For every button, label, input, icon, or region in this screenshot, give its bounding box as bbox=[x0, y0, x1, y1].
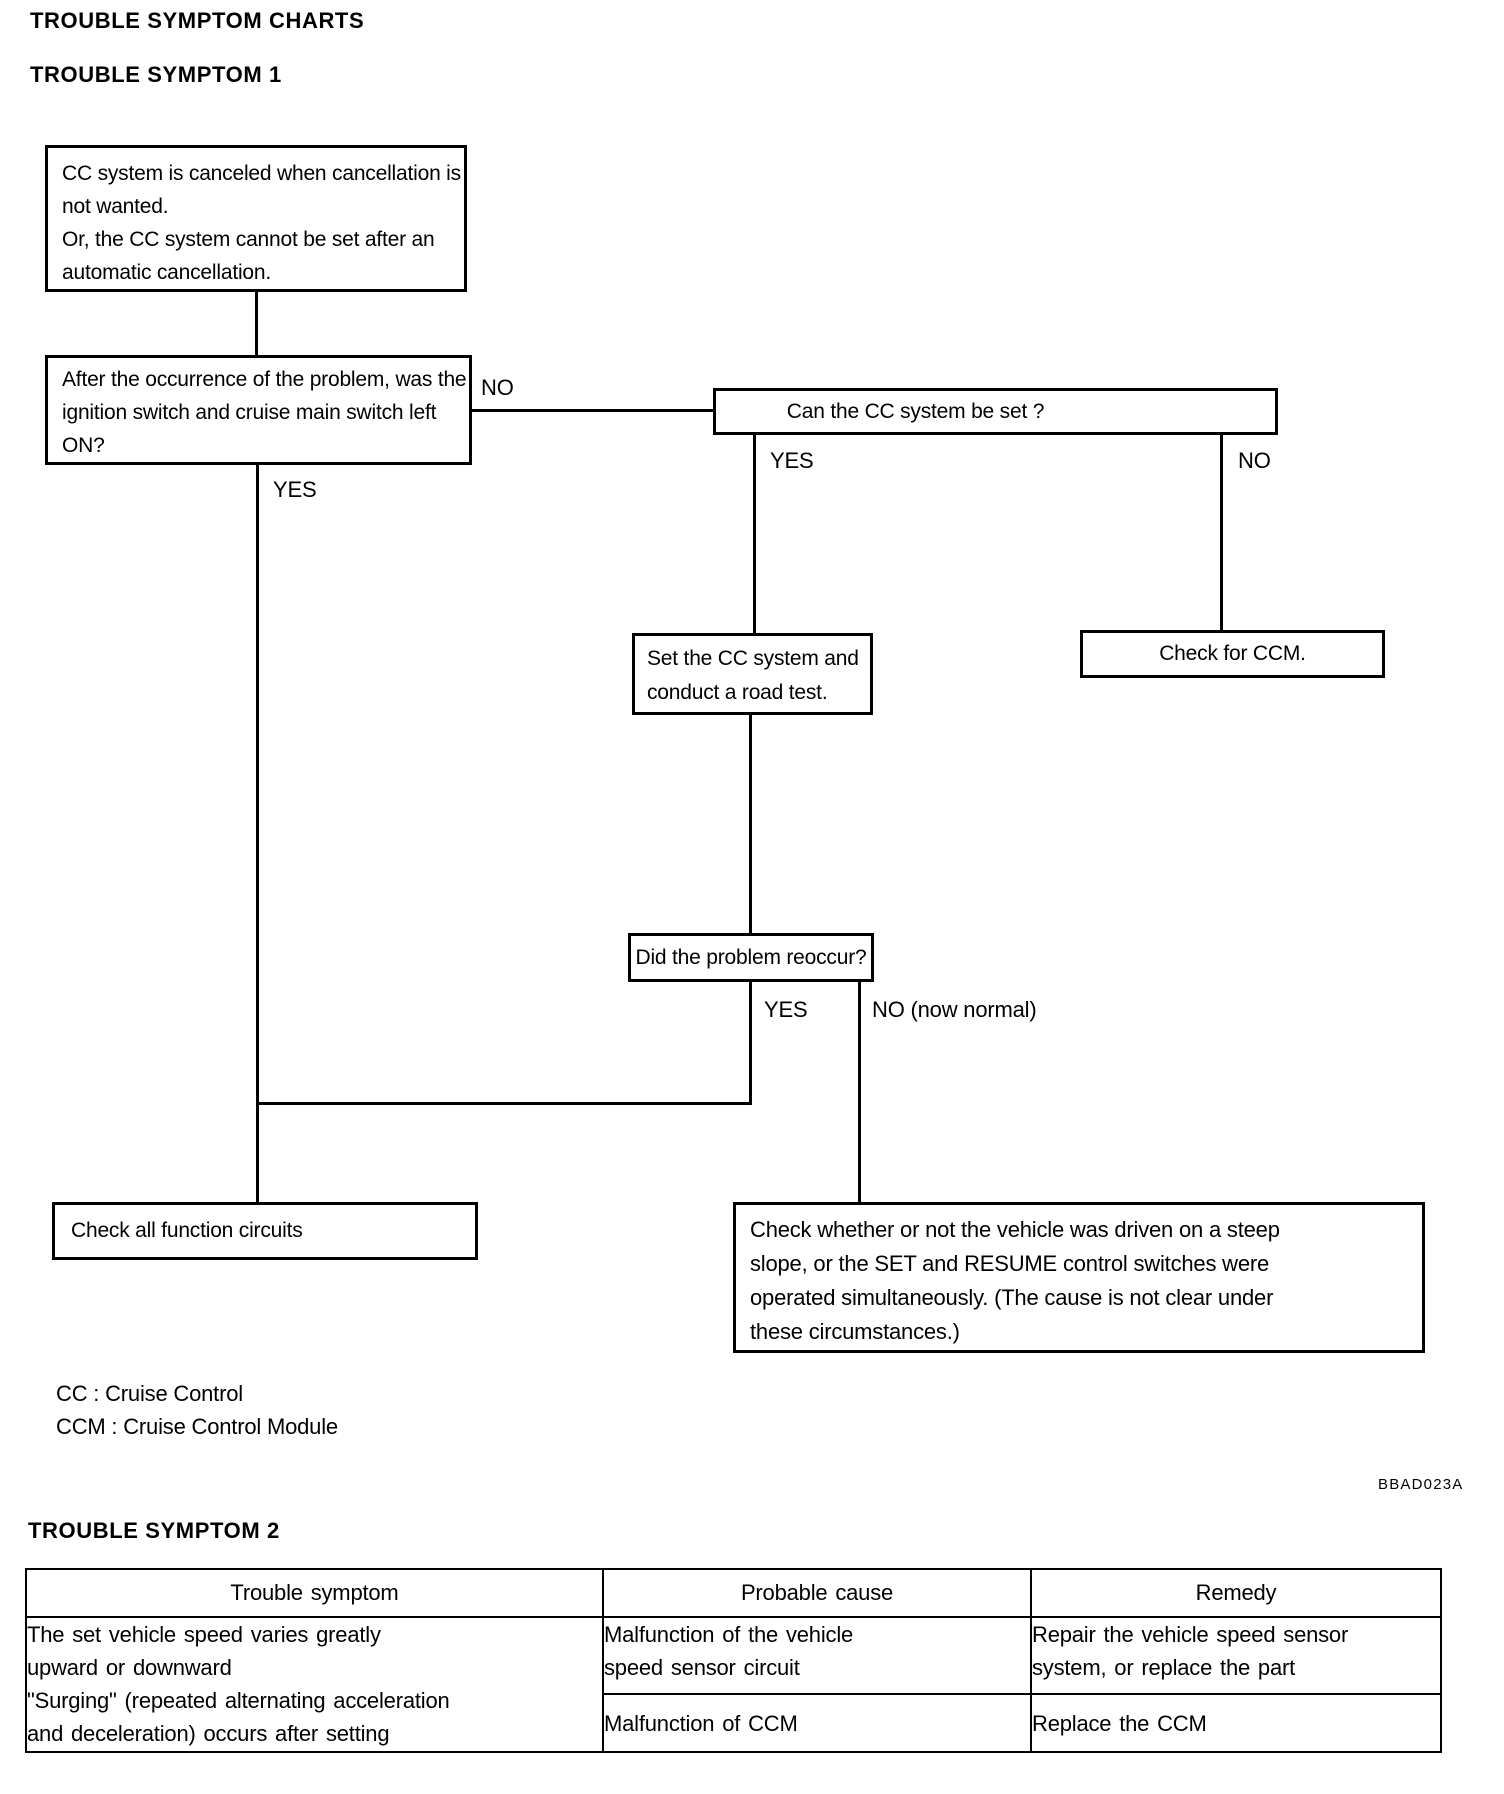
branch-label-canset-no: NO bbox=[1238, 448, 1271, 473]
th-trouble-symptom: Trouble symptom bbox=[25, 1568, 604, 1618]
cell-remedy-1: Repair the vehicle speed sensor system, … bbox=[1030, 1616, 1442, 1695]
cell-trouble-symptom: The set vehicle speed varies greatly upw… bbox=[25, 1616, 604, 1753]
node-check-ccm-action: Check for CCM. bbox=[1080, 630, 1385, 678]
symptom-table: Trouble symptom Probable cause Remedy Th… bbox=[25, 1568, 1442, 1753]
node-ignition-question: After the occurrence of the problem, was… bbox=[45, 355, 472, 465]
node-reoccur-question: Did the problem reoccur? bbox=[628, 933, 874, 982]
cell-probable-cause-2: Malfunction of CCM bbox=[602, 1693, 1032, 1753]
connector-canset-no bbox=[1220, 435, 1223, 630]
connector-canset-yes bbox=[753, 435, 756, 633]
legend-ccm: CCM : Cruise Control Module bbox=[56, 1414, 338, 1439]
table-row: The set vehicle speed varies greatly upw… bbox=[25, 1616, 1442, 1753]
branch-label-ignition-yes: YES bbox=[273, 477, 317, 502]
section-1-heading: TROUBLE SYMPTOM 1 bbox=[30, 62, 282, 87]
node-symptom-statement: CC system is canceled when cancellation … bbox=[45, 145, 467, 292]
legend-cc: CC : Cruise Control bbox=[56, 1381, 243, 1406]
connector-roadtest-to-reoccur bbox=[749, 715, 752, 933]
node-check-circuits-action: Check all function circuits bbox=[52, 1202, 478, 1260]
connector-ignition-yes bbox=[256, 465, 259, 1202]
section-2-heading: TROUBLE SYMPTOM 2 bbox=[28, 1518, 280, 1543]
table-row: Malfunction of CCM Replace the CCM bbox=[26, 1693, 1442, 1753]
node-road-test-action: Set the CC system and conduct a road tes… bbox=[632, 633, 873, 715]
connector-ignition-no bbox=[472, 409, 713, 412]
figure-code: BBAD023A bbox=[1378, 1476, 1464, 1493]
branch-label-reoccur-no: NO (now normal) bbox=[872, 997, 1037, 1022]
th-remedy: Remedy bbox=[1030, 1568, 1442, 1618]
branch-label-reoccur-yes: YES bbox=[764, 997, 808, 1022]
table-header-row: Trouble symptom Probable cause Remedy bbox=[25, 1568, 1442, 1618]
node-can-set-question: Can the CC system be set ? bbox=[713, 388, 1278, 435]
page-title: TROUBLE SYMPTOM CHARTS bbox=[30, 8, 365, 33]
connector-reoccur-no bbox=[858, 982, 861, 1202]
cell-remedy-2: Replace the CCM bbox=[1030, 1693, 1442, 1753]
branch-label-canset-yes: YES bbox=[770, 448, 814, 473]
connector-reoccur-yes-horizontal bbox=[256, 1102, 752, 1105]
connector-reoccur-yes-vertical bbox=[749, 982, 752, 1105]
cell-probable-cause-1: Malfunction of the vehicle speed sensor … bbox=[602, 1616, 1032, 1695]
node-steep-slope-action: Check whether or not the vehicle was dri… bbox=[733, 1202, 1425, 1353]
branch-label-ignition-no: NO bbox=[481, 375, 514, 400]
th-probable-cause: Probable cause bbox=[602, 1568, 1032, 1618]
connector-symptom-to-ignition bbox=[255, 292, 258, 355]
